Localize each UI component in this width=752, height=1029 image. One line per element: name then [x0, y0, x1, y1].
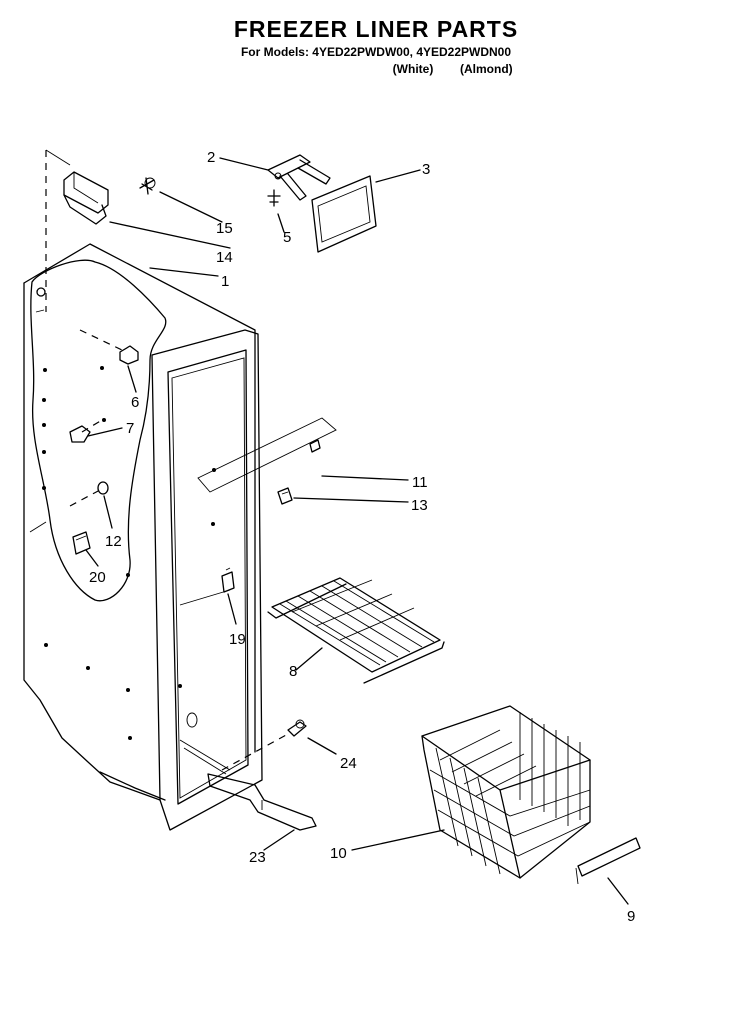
callout-leaders: [85, 157, 629, 905]
hinge-part-20: [72, 531, 91, 555]
screw-part-15: [139, 177, 156, 195]
stud-part-12: [97, 481, 109, 495]
basket-trim-part-9: [575, 837, 641, 885]
drain-hole: [36, 287, 46, 297]
color-white-label: (White): [392, 62, 434, 76]
callout-5: 5: [283, 229, 291, 246]
liner-mounting-holes: [42, 366, 215, 740]
color-variants: (White) (Almond): [0, 62, 752, 76]
light-bracket-part-2: [267, 154, 331, 201]
wire-shelf-part-8: [267, 577, 445, 684]
callout-1: 1: [221, 273, 229, 290]
freezer-liner: [23, 243, 263, 831]
callout-20: 20: [89, 569, 106, 586]
control-plate-part-11: [197, 417, 337, 493]
diagram-title: FREEZER LINER PARTS: [233, 16, 519, 42]
bottom-bracket-part-23: [207, 773, 317, 831]
clip-part-7: [69, 425, 91, 443]
callout-19: 19: [229, 631, 246, 648]
light-shield-part-3: [311, 175, 377, 253]
color-almond-label: (Almond): [460, 62, 513, 76]
wire-basket-part-10: [421, 705, 591, 879]
callout-12: 12: [105, 533, 122, 550]
callout-11: 11: [412, 474, 428, 491]
callout-24: 24: [340, 755, 357, 772]
callout-23: 23: [249, 849, 266, 866]
clip-part-6: [119, 345, 139, 365]
callout-6: 6: [131, 394, 139, 411]
callout-10: 10: [330, 845, 347, 862]
callout-numbers: 2 3 15 5 14 1 6 7 11 13 12 20 19 8 24 10…: [89, 149, 635, 925]
callout-15: 15: [216, 220, 233, 237]
callout-3: 3: [422, 161, 430, 178]
callout-2: 2: [207, 149, 215, 166]
callout-8: 8: [289, 663, 297, 680]
callout-14: 14: [216, 249, 233, 266]
clip-part-13: [277, 487, 293, 505]
screw-part-24: [287, 719, 307, 737]
shelf-support-part-19: [221, 567, 235, 593]
callout-9: 9: [627, 908, 635, 925]
callout-13: 13: [411, 497, 428, 514]
callout-7: 7: [126, 420, 134, 437]
top-left-bracket-part-14: [63, 171, 109, 225]
screw-part-5: [267, 189, 281, 207]
models-line: For Models: 4YED22PWDW00, 4YED22PWDN00: [240, 45, 512, 59]
